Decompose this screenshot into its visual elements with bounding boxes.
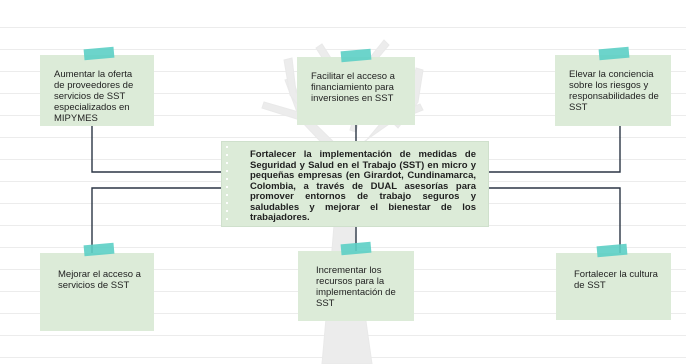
- note-text: Facilitar el acceso a financiamiento par…: [311, 71, 395, 104]
- dotted-margin: [223, 143, 231, 223]
- note-text: Elevar la conciencia sobre los riesgos y…: [569, 69, 659, 113]
- note-bottom-center: Incrementar los recursos para la impleme…: [298, 251, 414, 321]
- note-text: Fortalecer la cultura de SST: [574, 269, 658, 291]
- note-text: Incrementar los recursos para la impleme…: [316, 265, 396, 309]
- note-text: Aumentar la oferta de proveedores de ser…: [54, 69, 134, 124]
- note-bottom-right: Fortalecer la cultura de SST: [556, 253, 671, 320]
- note-top-right: Elevar la conciencia sobre los riesgos y…: [555, 55, 671, 126]
- note-text: Mejorar el acceso a servicios de SST: [58, 269, 141, 291]
- note-bottom-left: Mejorar el acceso a servicios de SST: [40, 253, 154, 331]
- central-objective-text: Fortalecer la implementación de medidas …: [250, 149, 476, 223]
- central-objective-box: Fortalecer la implementación de medidas …: [221, 141, 489, 227]
- note-top-left: Aumentar la oferta de proveedores de ser…: [40, 55, 154, 126]
- note-top-center: Facilitar el acceso a financiamiento par…: [297, 57, 415, 125]
